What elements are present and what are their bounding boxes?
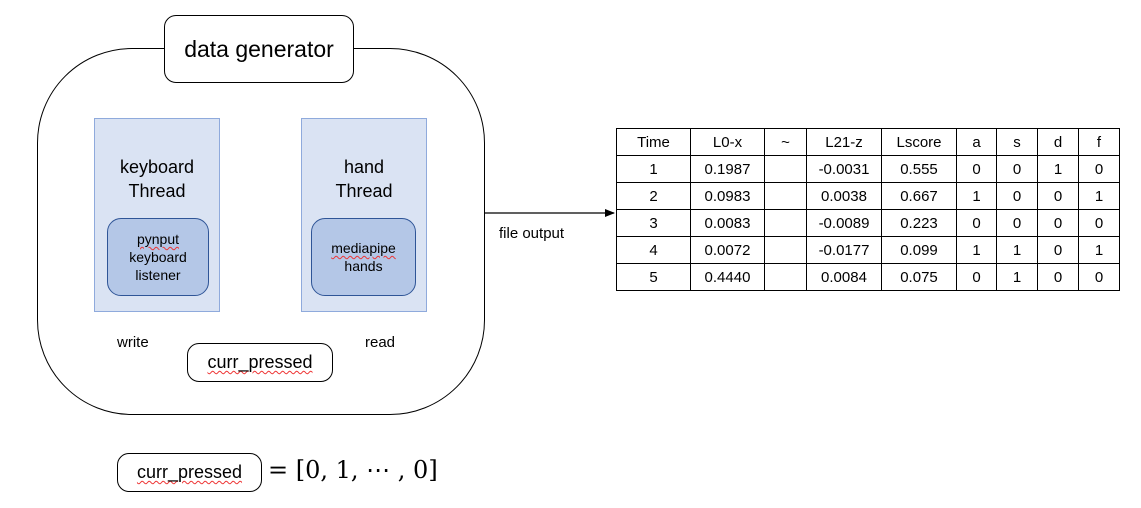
table-row: 1 0.1987 -0.0031 0.555 0 0 1 0 <box>616 155 1120 183</box>
table-cell: 0 <box>1037 182 1079 210</box>
table-cell: 0.555 <box>881 155 957 183</box>
table-cell: 0 <box>1078 155 1120 183</box>
table-cell <box>764 236 807 264</box>
table-cell: 0 <box>1078 209 1120 237</box>
table-cell: 0.223 <box>881 209 957 237</box>
table-cell: 1 <box>616 155 691 183</box>
table-cell: 1 <box>996 263 1038 291</box>
table-cell: -0.0031 <box>806 155 882 183</box>
table-row: 3 0.0083 -0.0089 0.223 0 0 0 0 <box>616 209 1120 237</box>
table-cell: 0.667 <box>881 182 957 210</box>
table-cell: 2 <box>616 182 691 210</box>
table-cell <box>764 263 807 291</box>
data-generator-title: data generator <box>164 15 354 83</box>
keyboard-thread-label-1: keyboard <box>119 157 195 177</box>
hand-thread-label-2: Thread <box>335 181 393 201</box>
table-row: 4 0.0072 -0.0177 0.099 1 1 0 1 <box>616 236 1120 264</box>
header-cell: s <box>996 128 1038 156</box>
pynput-label: pynput <box>136 231 180 247</box>
table-cell: 0 <box>1037 263 1079 291</box>
curr-pressed-label: curr_pressed <box>207 352 313 372</box>
hands-label: hands <box>344 258 383 274</box>
keyboard-label: keyboard <box>129 249 187 265</box>
table-cell: 0.0983 <box>690 182 765 210</box>
header-cell: Time <box>616 128 691 156</box>
listener-label: listener <box>135 267 181 283</box>
table-cell <box>764 182 807 210</box>
header-cell: a <box>956 128 997 156</box>
output-table: Time L0-x ~ L21-z Lscore a s d f 1 0.198… <box>616 128 1120 291</box>
pynput-listener-box: pynput keyboard listener <box>107 218 209 296</box>
table-cell: 0.075 <box>881 263 957 291</box>
curr-pressed-box: curr_pressed <box>187 343 333 382</box>
header-cell: ~ <box>764 128 807 156</box>
table-row: 2 0.0983 0.0038 0.667 1 0 0 1 <box>616 182 1120 210</box>
table-cell: 0.0084 <box>806 263 882 291</box>
table-cell: 1 <box>1037 155 1079 183</box>
header-cell: f <box>1078 128 1120 156</box>
table-cell: 0 <box>1037 236 1079 264</box>
legend-curr-pressed-box: curr_pressed <box>117 453 262 492</box>
table-cell: 0.099 <box>881 236 957 264</box>
header-cell: Lscore <box>881 128 957 156</box>
table-cell: 0 <box>956 263 997 291</box>
table-row: 5 0.4440 0.0084 0.075 0 1 0 0 <box>616 263 1120 291</box>
header-cell: d <box>1037 128 1079 156</box>
table-cell: 0.4440 <box>690 263 765 291</box>
table-cell: 0 <box>1078 263 1120 291</box>
table-cell: 1 <box>1078 182 1120 210</box>
table-cell: 4 <box>616 236 691 264</box>
header-cell: L21-z <box>806 128 882 156</box>
write-label: write <box>117 334 149 351</box>
table-header-row: Time L0-x ~ L21-z Lscore a s d f <box>616 128 1120 156</box>
keyboard-thread-label-2: Thread <box>128 181 186 201</box>
table-cell: 0 <box>956 209 997 237</box>
table-cell: 0.1987 <box>690 155 765 183</box>
table-cell: 1 <box>996 236 1038 264</box>
table-cell: 1 <box>1078 236 1120 264</box>
legend-equation: = [0, 1, ⋯ , 0] <box>268 456 438 484</box>
header-cell: L0-x <box>690 128 765 156</box>
table-cell: -0.0089 <box>806 209 882 237</box>
file-output-label: file output <box>499 225 565 242</box>
table-cell <box>764 209 807 237</box>
table-cell: 0 <box>996 209 1038 237</box>
table-cell: 1 <box>956 236 997 264</box>
legend-curr-pressed-label: curr_pressed <box>136 462 243 482</box>
table-cell: -0.0177 <box>806 236 882 264</box>
read-label: read <box>365 334 396 351</box>
title-text: data generator <box>184 35 334 62</box>
table-cell: 0.0072 <box>690 236 765 264</box>
table-cell: 0.0038 <box>806 182 882 210</box>
mediapipe-hands-box: mediapipe hands <box>311 218 416 296</box>
table-cell: 5 <box>616 263 691 291</box>
table-cell: 0 <box>1037 209 1079 237</box>
table-cell: 0.0083 <box>690 209 765 237</box>
table-cell: 0 <box>996 182 1038 210</box>
hand-thread-label-1: hand <box>343 157 385 177</box>
table-cell: 0 <box>956 155 997 183</box>
table-cell <box>764 155 807 183</box>
mediapipe-label: mediapipe <box>331 240 396 256</box>
table-cell: 1 <box>956 182 997 210</box>
table-cell: 0 <box>996 155 1038 183</box>
table-cell: 3 <box>616 209 691 237</box>
